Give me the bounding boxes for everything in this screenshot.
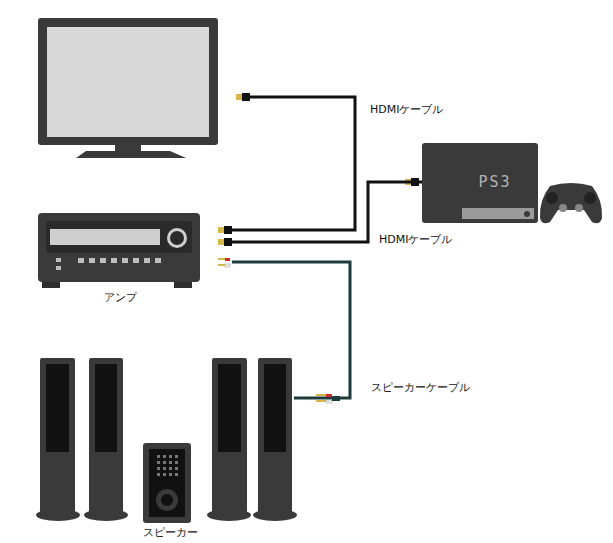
node-label: スピーカー	[143, 526, 198, 540]
hdmi-cable	[232, 97, 355, 230]
controller	[540, 183, 602, 223]
cable-label: スピーカーケーブル	[370, 381, 471, 395]
game-console	[405, 143, 538, 223]
cable-label: HDMIケーブル	[378, 233, 453, 247]
device-node: アンプ	[36, 210, 232, 310]
device-node: スピーカー	[36, 354, 294, 540]
hdmi-plug	[236, 93, 250, 101]
speakers	[36, 358, 297, 523]
cable	[232, 262, 350, 398]
node-label: アンプ	[104, 291, 137, 305]
node-label: PS3	[478, 174, 511, 190]
amp-connectors	[218, 226, 232, 267]
speaker-plug	[316, 394, 340, 403]
cable-label: HDMIケーブル	[370, 103, 443, 117]
tv	[38, 18, 218, 158]
amplifier	[38, 213, 216, 288]
device-node: PS3	[422, 143, 538, 223]
